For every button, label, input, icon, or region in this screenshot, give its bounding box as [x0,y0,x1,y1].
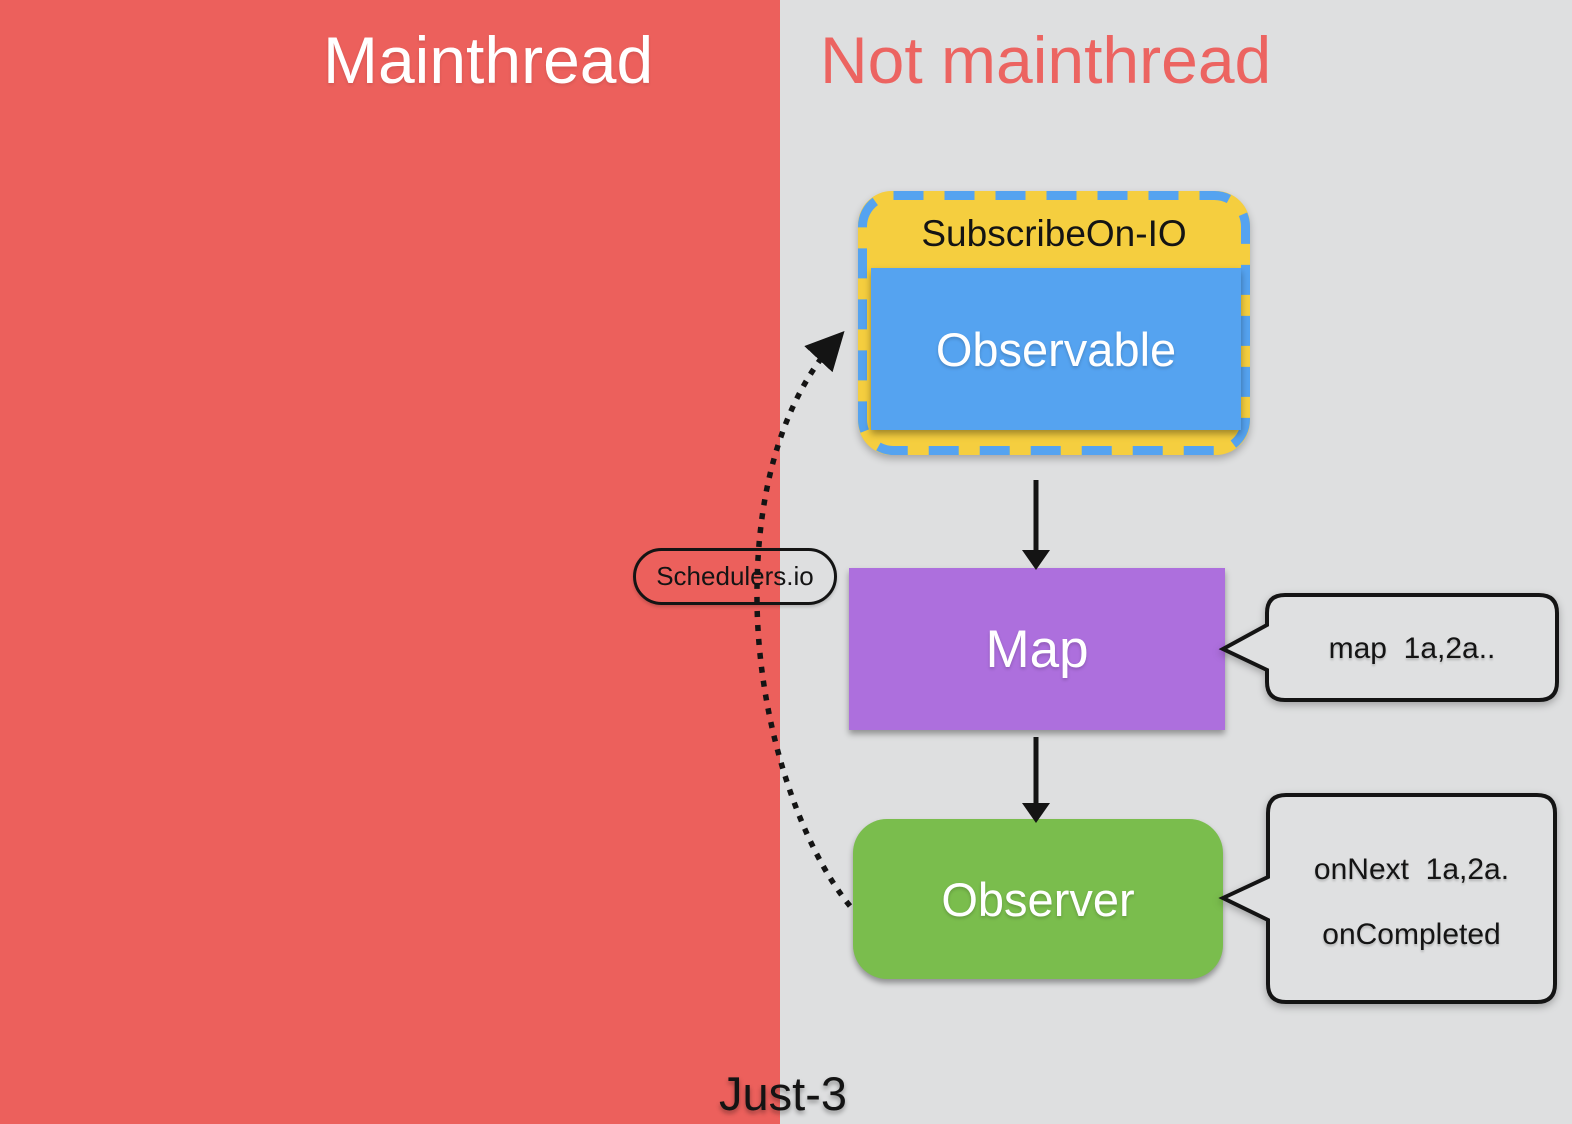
slide-caption: Just-3 [719,1067,847,1120]
mainthread-title: Mainthread [323,23,654,97]
map-callout-text: map 1a,2a.. [1328,632,1496,665]
observable-label: Observable [935,322,1177,376]
map-node: Map [849,568,1225,730]
subscribe-on-io-label: SubscribeOn-IO [921,213,1187,254]
map-label: Map [985,619,1089,679]
arrow-observable-to-map [1022,480,1050,570]
not-mainthread-title: Not mainthread [820,23,1272,97]
schedulers-io-label: Schedulers.io [656,561,814,591]
observable-node: Observable [871,268,1241,430]
observer-callout-line2: onCompleted [1322,918,1501,951]
observer-callout-bubble [1218,793,1557,1004]
schedulers-io-pill: Schedulers.io [633,548,837,605]
arrow-map-to-observer [1022,737,1050,823]
observer-callout-line1: onNext 1a,2a. [1313,853,1510,886]
observer-node: Observer [853,819,1223,979]
subscribe-on-io-group: SubscribeOn-IO Observable [858,191,1250,455]
observer-label: Observer [941,872,1135,926]
